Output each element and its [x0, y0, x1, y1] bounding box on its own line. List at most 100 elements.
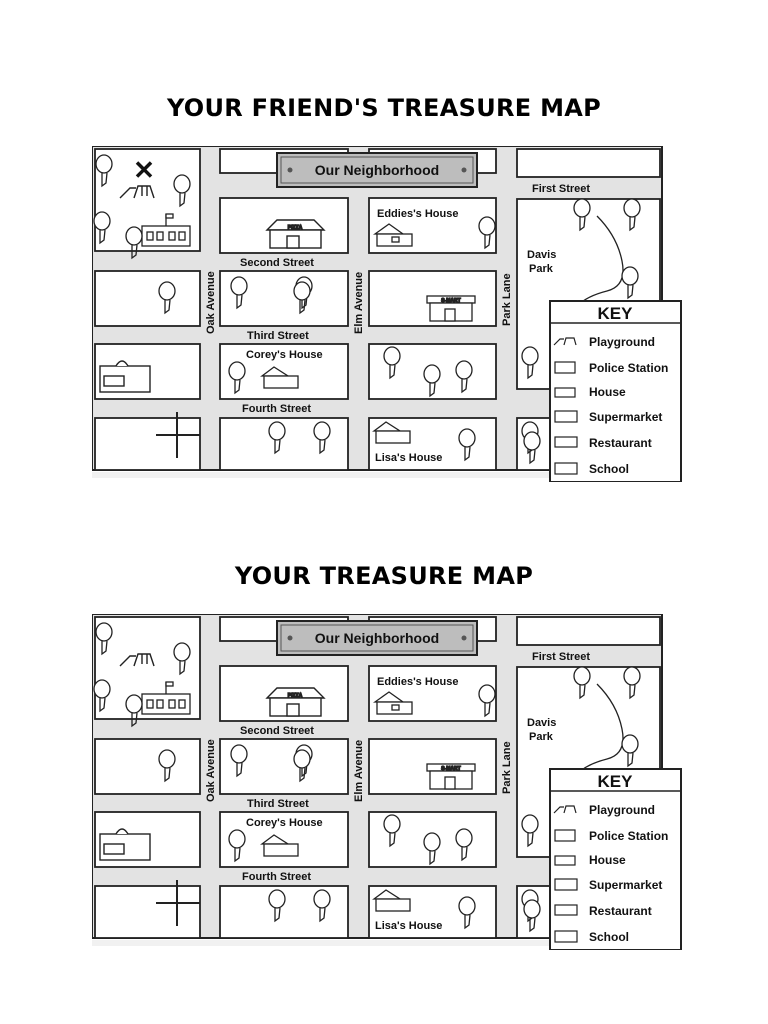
- pizza-sign: PIZZA: [288, 693, 303, 699]
- school-window-2: [156, 699, 164, 709]
- tree-trunk: [236, 762, 243, 778]
- compass-cross-icon: [156, 880, 200, 926]
- tree-crown: [523, 431, 541, 451]
- fourth-street-label: Fourth Street: [242, 403, 311, 415]
- block-a2: [94, 270, 201, 327]
- coreys-house-label: Corey's House: [246, 817, 323, 829]
- neighborhood-sign: Our Neighborhood: [276, 152, 478, 188]
- tree-crown: [125, 226, 143, 246]
- school-window-3: [168, 231, 176, 241]
- tree-trunk: [319, 907, 326, 923]
- tree-crown: [230, 276, 248, 296]
- tree-crown: [228, 361, 246, 381]
- tree-crown: [621, 266, 639, 286]
- playground-slide: [119, 655, 136, 667]
- market-door: [444, 308, 456, 322]
- tree-crown: [93, 679, 111, 699]
- tree-trunk: [527, 364, 534, 380]
- tree-icon: [573, 198, 591, 232]
- school-window-3: [168, 699, 176, 709]
- tree-icon: [228, 361, 246, 395]
- tree-icon: [158, 749, 176, 783]
- tree-trunk: [234, 847, 241, 863]
- block-d1: [516, 148, 661, 178]
- sign-bolt-right: [461, 635, 467, 641]
- tree-trunk: [464, 914, 471, 930]
- treasure-x-icon: ✕: [133, 155, 155, 185]
- tree-trunk: [529, 449, 536, 465]
- tree-icon: [173, 174, 191, 208]
- tree-trunk: [299, 767, 306, 783]
- key-item-house: House: [589, 853, 626, 867]
- tree-trunk: [429, 382, 436, 398]
- house-icon: [260, 834, 299, 857]
- tree-crown: [293, 281, 311, 301]
- supermarket-icon: S-MART: [426, 763, 476, 790]
- tree-icon: [230, 276, 248, 310]
- tree-icon: [621, 734, 639, 768]
- sign-board-inner: [280, 156, 474, 184]
- house-icon: [260, 366, 299, 389]
- tree-crown: [521, 814, 539, 834]
- tree-crown: [313, 889, 331, 909]
- your-treasure-map: Our Neighborhood First Street Second Str…: [92, 614, 683, 950]
- tree-trunk: [579, 216, 586, 232]
- tree-trunk: [131, 244, 138, 260]
- restaurant-door: [286, 235, 300, 249]
- key-item-school: School: [589, 930, 629, 944]
- tree-icon: [623, 666, 641, 700]
- park-lane-label: Park Lane: [501, 741, 513, 794]
- tree-icon: [173, 642, 191, 676]
- key-title: KEY: [598, 304, 634, 323]
- tree-crown: [423, 832, 441, 852]
- davis-park-label-1: Davis: [527, 249, 556, 261]
- school-flag: [165, 681, 174, 687]
- playground-swing: [133, 185, 155, 199]
- key-item-police-station: Police Station: [589, 829, 668, 843]
- tree-crown: [523, 899, 541, 919]
- sign-board: [276, 152, 478, 188]
- lisas-house-label: Lisa's House: [375, 452, 442, 464]
- police-dome: [115, 360, 129, 367]
- tree-icon: [125, 694, 143, 728]
- tree-trunk: [527, 832, 534, 848]
- sign-bolt-left: [287, 635, 293, 641]
- tree-icon: [383, 814, 401, 848]
- tree-trunk: [131, 712, 138, 728]
- tree-icon: [423, 832, 441, 866]
- key-title: KEY: [598, 772, 634, 791]
- market-door: [444, 776, 456, 790]
- tree-trunk: [179, 660, 186, 676]
- tree-icon: [95, 622, 113, 656]
- tree-icon: [478, 684, 496, 718]
- police-window: [103, 375, 125, 387]
- key-school-icon: [554, 930, 578, 943]
- house-icon: [372, 421, 411, 444]
- tree-icon: [523, 431, 541, 465]
- third-street-label: Third Street: [247, 330, 309, 342]
- tree-crown: [93, 211, 111, 231]
- map-shadow: [92, 472, 612, 478]
- key-playground-icon: [553, 337, 577, 346]
- tree-trunk: [629, 684, 636, 700]
- tree-crown: [383, 346, 401, 366]
- tree-trunk: [389, 832, 396, 848]
- tree-trunk: [236, 294, 243, 310]
- pizza-restaurant: PIZZA: [265, 219, 326, 249]
- key-icons: [553, 337, 578, 475]
- school-window-1: [146, 699, 154, 709]
- tree-trunk: [234, 379, 241, 395]
- supermarket-icon: S-MART: [426, 295, 476, 322]
- tree-trunk: [164, 299, 171, 315]
- lisas-house-label: Lisa's House: [375, 920, 442, 932]
- tree-icon: [268, 889, 286, 923]
- tree-icon: [293, 749, 311, 783]
- tree-icon: [523, 899, 541, 933]
- police-dome: [115, 828, 129, 835]
- third-street-label: Third Street: [247, 798, 309, 810]
- tree-crown: [478, 216, 496, 236]
- tree-icon: [268, 421, 286, 455]
- tree-trunk: [299, 299, 306, 315]
- tree-crown: [573, 666, 591, 686]
- tree-icon: [228, 829, 246, 863]
